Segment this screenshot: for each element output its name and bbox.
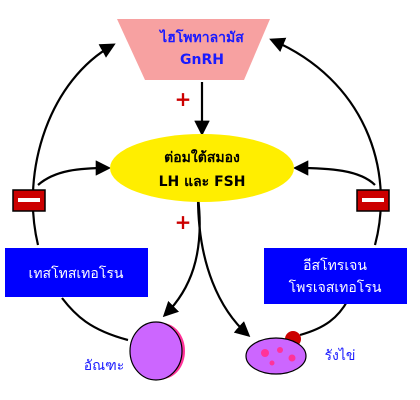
feedback-arrow-left-inner bbox=[37, 160, 112, 186]
feedback-arrow-ovary-up bbox=[299, 299, 349, 337]
hypothalamus-label: ไฮโพทาลามัส bbox=[158, 28, 244, 46]
ovary-illustration bbox=[245, 331, 307, 375]
estrogen-box bbox=[264, 248, 407, 304]
pituitary-shape bbox=[110, 134, 294, 202]
lh-fsh-label: LH และ FSH bbox=[159, 174, 246, 190]
feedback-arrow-testis-up bbox=[61, 297, 129, 342]
gnrh-label: GnRH bbox=[180, 52, 224, 68]
estrogen-label: อีสโทรเจน bbox=[303, 257, 367, 274]
plus-sign-upper: + bbox=[175, 87, 192, 111]
arrow-pituitary-to-ovary bbox=[196, 196, 251, 338]
pituitary-label: ต่อมใต้สมอง bbox=[164, 148, 240, 166]
feedback-arrow-right-outer bbox=[269, 37, 382, 246]
ovary-label: รังไข่ bbox=[325, 347, 356, 364]
inhibition-badge-right bbox=[356, 189, 390, 212]
testosterone-box bbox=[5, 248, 148, 297]
plus-sign-lower: + bbox=[175, 210, 192, 234]
testis-label: อัณฑะ bbox=[84, 358, 125, 374]
inhibition-badge-left bbox=[12, 189, 46, 212]
feedback-arrow-left-outer bbox=[31, 43, 116, 246]
testosterone-label: เทสโทสเทอโรน bbox=[29, 265, 124, 282]
hypothalamus-shape bbox=[117, 19, 270, 80]
feedback-arrow-right-inner bbox=[292, 160, 376, 186]
progesterone-label: โพรเจสเทอโรน bbox=[289, 279, 382, 296]
testis-illustration bbox=[129, 321, 185, 381]
